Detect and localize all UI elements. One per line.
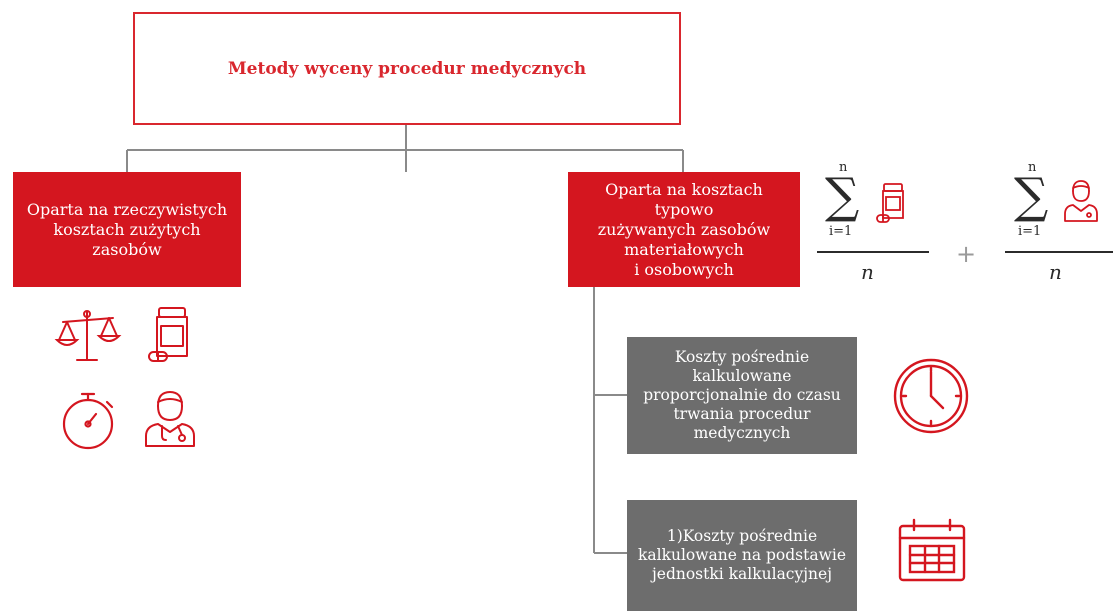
indirect-costs-time-label: Koszty pośrednie kalkulowane proporcjona… (643, 348, 841, 442)
formula: n ∑ i=1 n + n ∑ i=1 n (815, 160, 1113, 290)
plus-operator: + (956, 240, 977, 268)
right-branch-label: Oparta na kosztach typowo zużywanych zas… (597, 179, 771, 279)
scales-icon (54, 310, 122, 361)
medicine-bottle-icon (148, 307, 188, 362)
left-branch-label: Oparta na rzeczywistych kosztach zużytyc… (26, 199, 228, 259)
diagram-title-box: Metody wyceny procedur medycznych (133, 12, 681, 125)
sum-symbol-2: ∑ (1014, 168, 1049, 224)
doctor-icon (145, 391, 195, 447)
fraction-bar-1 (817, 251, 929, 253)
left-branch-box: Oparta na rzeczywistych kosztach zużytyc… (13, 172, 241, 287)
sum-upper-1: n (839, 160, 848, 175)
medicine-bottle-icon (876, 183, 904, 223)
sum-symbol-1: ∑ (825, 168, 860, 224)
doctor-icon (1064, 180, 1098, 222)
indirect-costs-unit-box: 1)Koszty pośrednie kalkulowane na podsta… (627, 500, 857, 611)
right-branch-box: Oparta na kosztach typowo zużywanych zas… (568, 172, 800, 287)
diagram-title: Metody wyceny procedur medycznych (227, 58, 587, 79)
indirect-costs-unit-label: 1)Koszty pośrednie kalkulowane na podsta… (638, 527, 846, 583)
denominator-1: n (861, 260, 874, 284)
sum-upper-2: n (1028, 160, 1037, 175)
clock-icon (893, 358, 969, 434)
sum-lower-1: i=1 (829, 224, 853, 239)
stopwatch-icon (62, 392, 114, 450)
calendar-icon (898, 518, 966, 582)
indirect-costs-time-box: Koszty pośrednie kalkulowane proporcjona… (627, 337, 857, 454)
fraction-bar-2 (1005, 251, 1113, 253)
sum-lower-2: i=1 (1018, 224, 1042, 239)
denominator-2: n (1049, 260, 1062, 284)
